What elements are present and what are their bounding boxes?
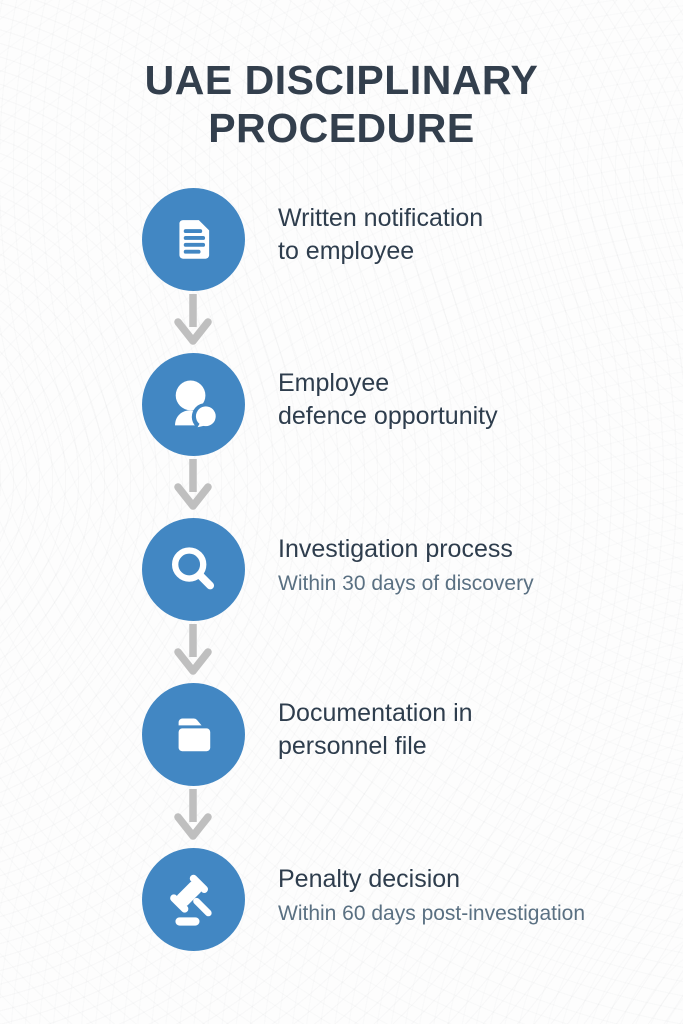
folder-icon: [142, 683, 245, 786]
step-documentation: Documentation in personnel file: [142, 683, 473, 786]
step-text: Employee defence opportunity: [278, 367, 498, 433]
step-title-line: Investigation process: [278, 534, 513, 563]
step-written-notification: Written notification to employee: [142, 188, 483, 291]
step-title-line: to employee: [278, 236, 415, 265]
step-employee-defence: Employee defence opportunity: [142, 353, 498, 456]
arrow-down-icon: [173, 458, 213, 514]
step-investigation: Investigation process Within 30 days of …: [142, 518, 534, 621]
step-penalty-decision: Penalty decision Within 60 days post-inv…: [142, 848, 585, 951]
arrow-down-icon: [173, 293, 213, 349]
page-title: UAE DISCIPLINARY PROCEDURE: [144, 57, 539, 151]
step-text: Investigation process Within 30 days of …: [278, 533, 534, 597]
step-title-line: Written notification: [278, 203, 484, 232]
step-subtitle: Within 60 days post-investigation: [278, 901, 585, 925]
step-title-line: defence opportunity: [278, 401, 498, 430]
step-title-line: Documentation in: [278, 698, 473, 727]
arrow-down-icon: [173, 623, 213, 679]
user-speech-icon: [142, 353, 245, 456]
document-icon: [142, 188, 245, 291]
magnifier-icon: [142, 518, 245, 621]
step-title-line: Penalty decision: [278, 864, 461, 893]
step-subtitle: Within 30 days of discovery: [278, 571, 534, 595]
gavel-icon: [142, 848, 245, 951]
arrow-down-icon: [173, 788, 213, 844]
step-text: Penalty decision Within 60 days post-inv…: [278, 863, 585, 927]
step-text: Written notification to employee: [278, 202, 483, 268]
step-title-line: personnel file: [278, 731, 427, 760]
step-title-line: Employee: [278, 368, 390, 397]
step-text: Documentation in personnel file: [278, 697, 473, 763]
